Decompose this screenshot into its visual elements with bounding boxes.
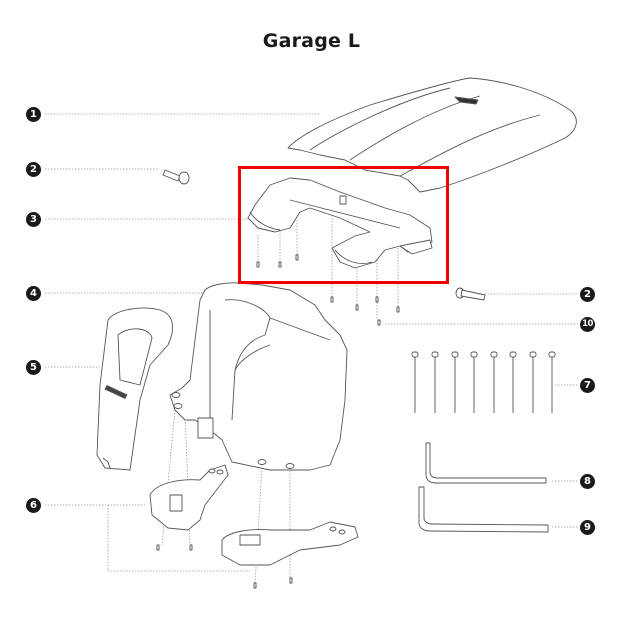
callout-3: 3 <box>26 212 41 227</box>
part-front-cover <box>96 307 173 471</box>
callout-1: 1 <box>26 107 41 122</box>
part-allen-key-short <box>425 442 547 484</box>
callout-5: 5 <box>26 360 41 375</box>
part-roof <box>287 77 577 193</box>
part-base-plate-right <box>221 521 359 566</box>
part-allen-key-long <box>418 486 549 533</box>
part-ground-pegs <box>411 351 556 413</box>
callout-10: 10 <box>580 317 595 332</box>
part-bracket <box>247 177 433 269</box>
callout-2-right: 2 <box>580 287 595 302</box>
callout-2-left: 2 <box>26 162 41 177</box>
callout-4: 4 <box>26 286 41 301</box>
part-pin-right <box>455 287 486 301</box>
leader-line-6b <box>107 505 250 572</box>
callout-7: 7 <box>580 378 595 393</box>
part-main-body <box>169 282 348 471</box>
highlight-box-part-3 <box>238 166 449 284</box>
part-base-plate-left <box>149 464 229 531</box>
part-pin-left <box>162 169 190 185</box>
diagram-title: Garage L <box>262 30 361 52</box>
callout-8: 8 <box>580 474 595 489</box>
callout-6: 6 <box>26 498 41 513</box>
callout-9: 9 <box>580 520 595 535</box>
